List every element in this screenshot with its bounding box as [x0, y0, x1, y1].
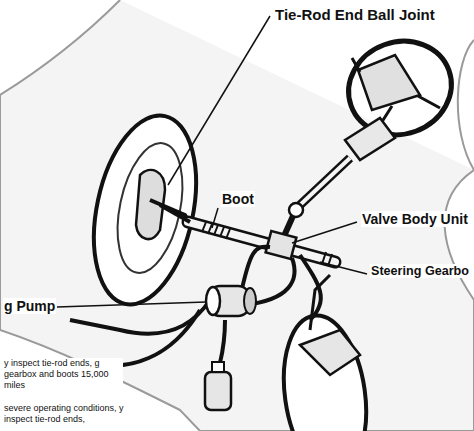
power-steering-pump: [206, 286, 256, 316]
leader-line: [57, 16, 367, 307]
front-wheel-right: [274, 275, 375, 431]
part-name: Valve Body Unit: [361, 211, 469, 227]
part-name: Steering Gearbo: [370, 264, 470, 278]
front-wheel: [78, 106, 212, 314]
steering-gearbox: [160, 205, 335, 266]
part-name: Boot: [221, 191, 255, 207]
fluid-reservoir: [205, 362, 231, 410]
hose: [70, 247, 321, 372]
boot: [202, 222, 230, 239]
car-body-outline: [458, 40, 474, 170]
part-name: Tie-Rod End Ball Joint: [274, 6, 436, 23]
maintenance-note: severe operating conditions, y inspect t…: [3, 403, 135, 425]
part-name: g Pump: [3, 298, 56, 314]
maintenance-note: y inspect tie-rod ends, g gearbox and bo…: [3, 358, 123, 390]
